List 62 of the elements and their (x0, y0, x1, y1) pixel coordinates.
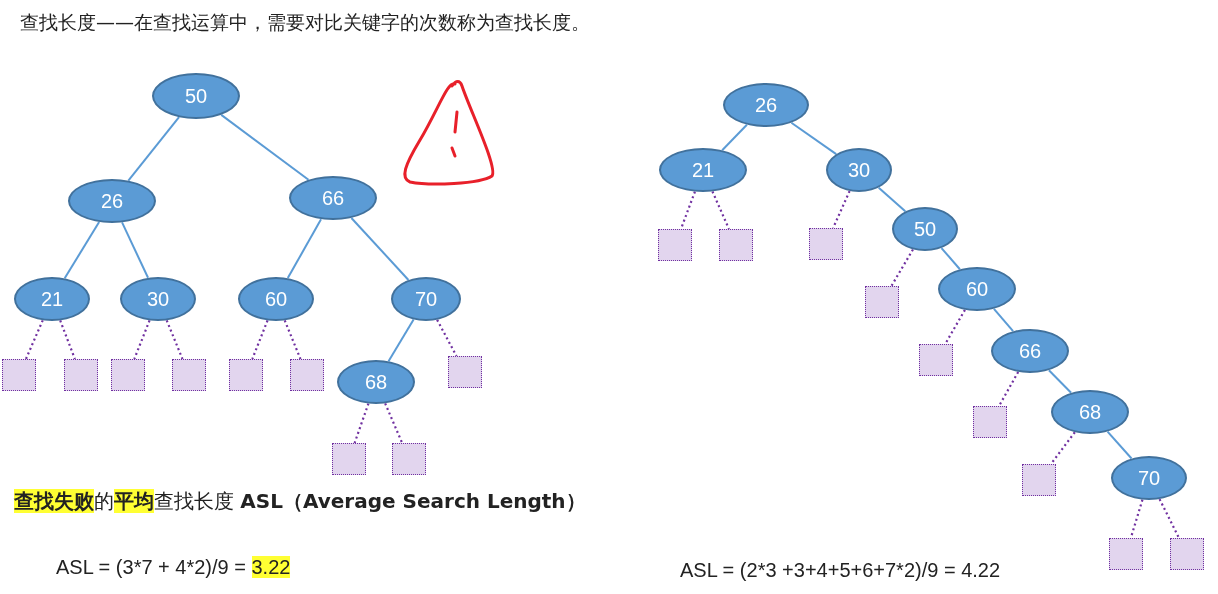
empty-leaf-square (1022, 464, 1056, 496)
empty-leaf-square (719, 229, 753, 261)
tree-edge (121, 221, 150, 279)
tree-edge (350, 217, 410, 281)
tree-node-oval: 60 (238, 277, 314, 321)
dotted-link (944, 309, 966, 345)
tree-edge (127, 116, 180, 182)
dotted-link (711, 191, 730, 230)
tree-node-oval: 26 (68, 179, 156, 223)
empty-leaf-square (64, 359, 98, 391)
empty-leaf-square (172, 359, 206, 391)
formula-text: ASL = (2*3 +3+4+5+6+7*2)/9 = 4.22 (680, 559, 1001, 582)
tree-node-oval: 26 (723, 83, 809, 127)
dotted-link (165, 320, 184, 360)
empty-leaf-square (392, 443, 426, 475)
empty-leaf-square (973, 406, 1007, 438)
tree-node-oval: 30 (826, 148, 892, 192)
tree-node-oval: 30 (120, 277, 196, 321)
dotted-link (890, 248, 914, 287)
tree-node-oval: 68 (337, 360, 415, 404)
empty-leaf-square (865, 286, 899, 318)
tree-node-oval: 50 (892, 207, 958, 251)
dotted-link (59, 320, 76, 360)
empty-leaf-square (332, 443, 366, 475)
dotted-link (832, 190, 851, 229)
empty-leaf-square (809, 228, 843, 260)
dotted-link (1050, 431, 1076, 465)
dotted-link (283, 320, 302, 360)
empty-leaf-square (2, 359, 36, 391)
tree-edge (286, 218, 323, 280)
dotted-link (251, 320, 269, 360)
tree-edge (387, 318, 415, 363)
tree-node-oval: 21 (14, 277, 90, 321)
dotted-link (384, 402, 404, 444)
tree-node-oval: 21 (659, 148, 747, 192)
dotted-link (1158, 498, 1180, 539)
tree-node-oval: 68 (1051, 390, 1129, 434)
dotted-link (133, 320, 151, 360)
tree-node-oval: 66 (289, 176, 377, 220)
formula-text: ASL = (3*7 + 4*2)/9 = 3.22 (56, 556, 291, 579)
tree-node-oval: 50 (152, 73, 240, 119)
empty-leaf-square (448, 356, 482, 388)
description-text: 查找失败的平均查找长度 ASL（Average Search Length） (14, 488, 586, 515)
heading-text: 查找长度——在查找运算中，需要对比关键字的次数称为查找长度。 (20, 10, 590, 35)
tree-edge (63, 221, 101, 280)
empty-leaf-square (1109, 538, 1143, 570)
dotted-link (998, 371, 1020, 407)
tree-node-oval: 66 (991, 329, 1069, 373)
dotted-link (436, 319, 458, 357)
tree-node-oval: 60 (938, 267, 1016, 311)
tree-edge (877, 186, 907, 213)
tree-edge (790, 121, 838, 156)
empty-leaf-square (658, 229, 692, 261)
dotted-link (24, 319, 44, 360)
empty-leaf-square (919, 344, 953, 376)
empty-leaf-square (1170, 538, 1204, 570)
tree-node-oval: 70 (1111, 456, 1187, 500)
tree-node-oval: 70 (391, 277, 461, 321)
empty-leaf-square (111, 359, 145, 391)
dotted-link (353, 403, 370, 444)
empty-leaf-square (290, 359, 324, 391)
empty-leaf-square (229, 359, 263, 391)
